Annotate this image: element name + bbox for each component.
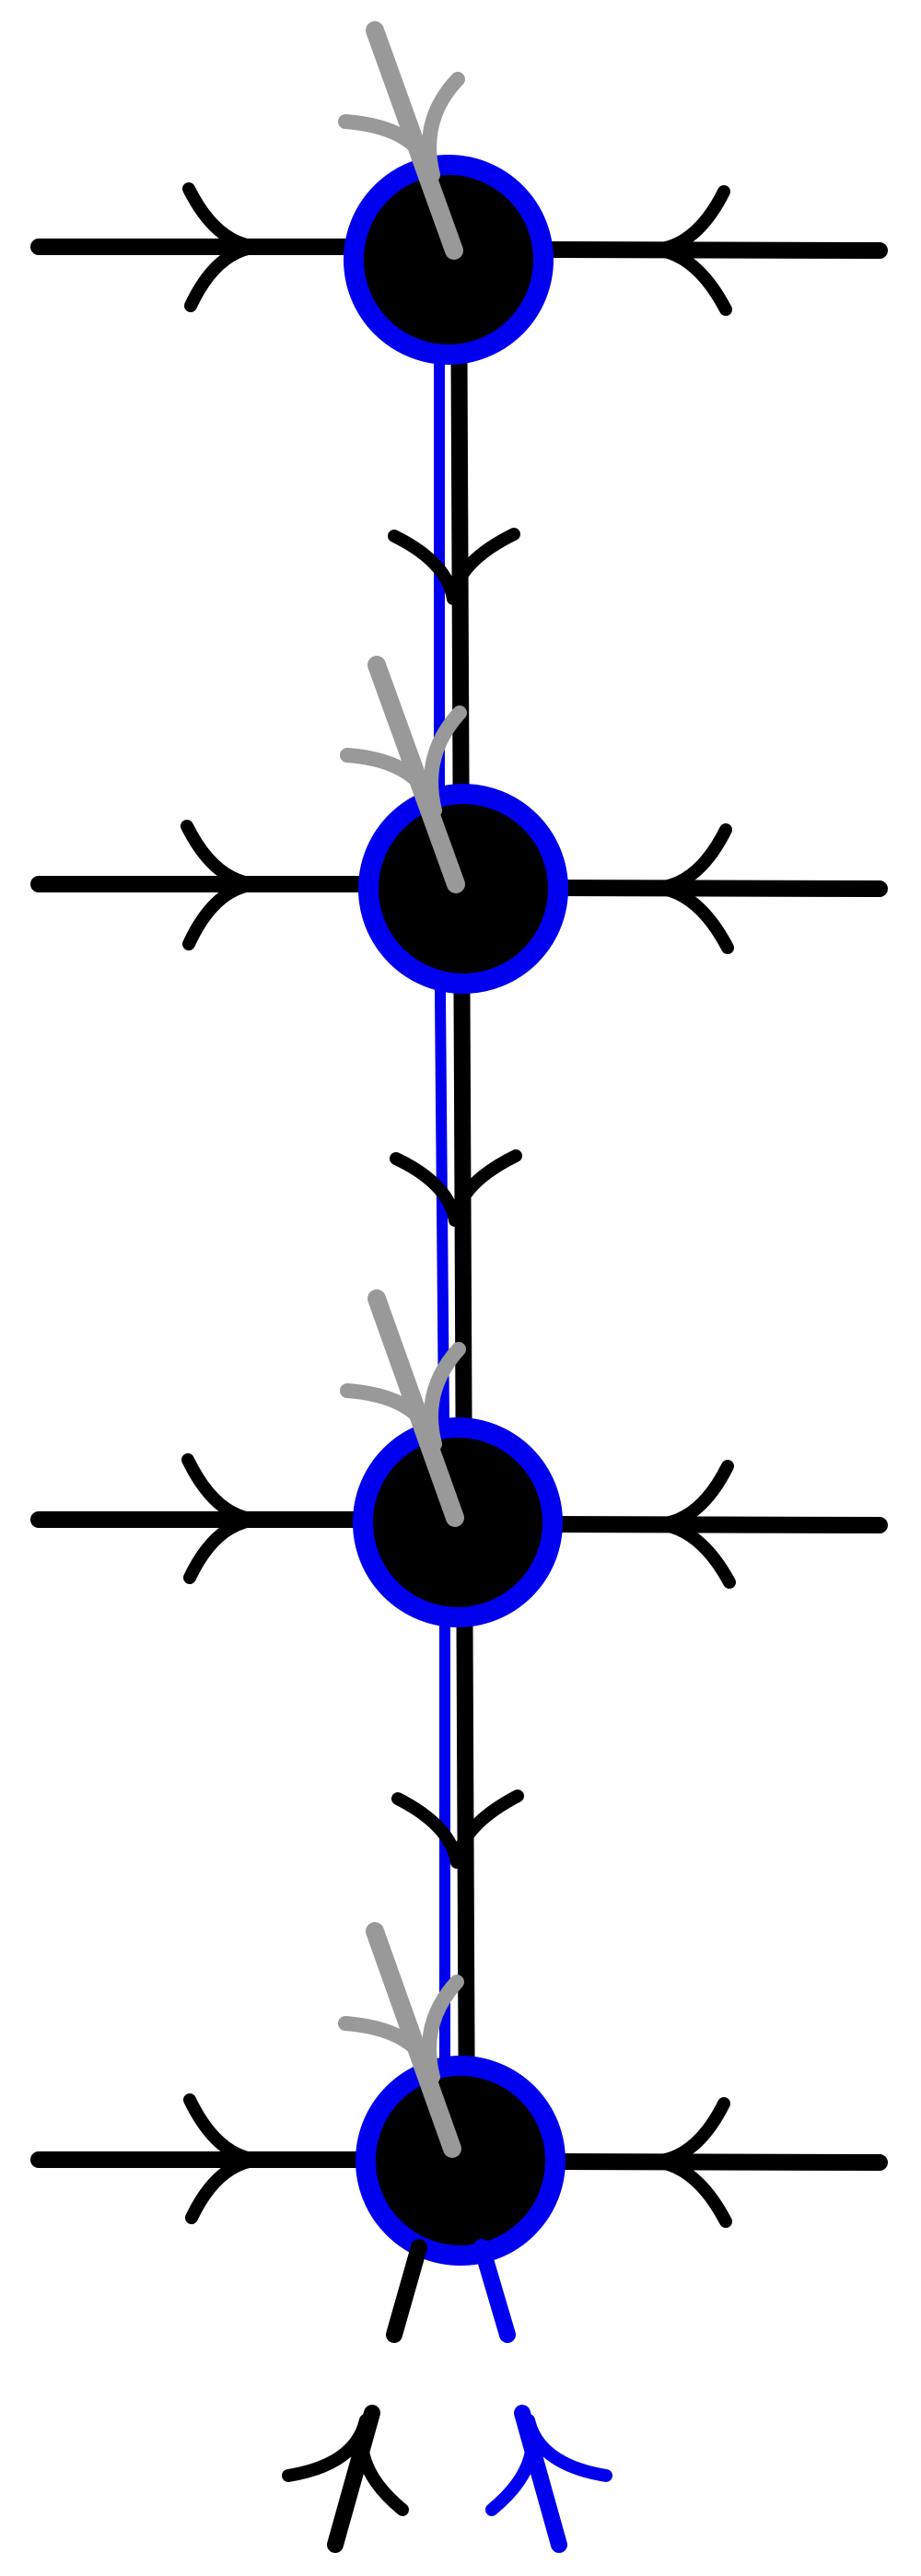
left-bond-arrow [181,1453,263,1584]
grey-physical-leg-4 [338,1922,464,2158]
bottom-black-leg [282,2239,427,2553]
right-bond-arrow [652,1460,736,1589]
right-bond-arrow [648,185,732,316]
horizontal-bond-row-2 [30,820,888,954]
grey-physical-leg-3 [340,1289,466,1527]
tensor-node-1 [344,155,554,365]
left-bond-arrow [181,820,262,950]
right-bond-arrow [650,823,734,954]
left-bond-arrow [182,182,264,312]
tensor-node-4 [356,2056,565,2266]
horizontal-bond-row-3 [30,1453,888,1589]
left-bond-arrow [183,2093,265,2224]
vertical-bond-arrow [391,1789,524,1869]
horizontal-bond-row-1 [30,182,888,316]
grey-physical-leg-2 [340,656,467,893]
vertical-bond-arrow [388,528,520,605]
vertical-bond-arrow [390,1149,522,1227]
grey-physical-leg-1 [338,21,465,260]
horizontal-bond-row-4 [30,2093,888,2228]
right-bond-arrow [648,2097,732,2228]
bottom-blue-leg [473,2239,612,2553]
